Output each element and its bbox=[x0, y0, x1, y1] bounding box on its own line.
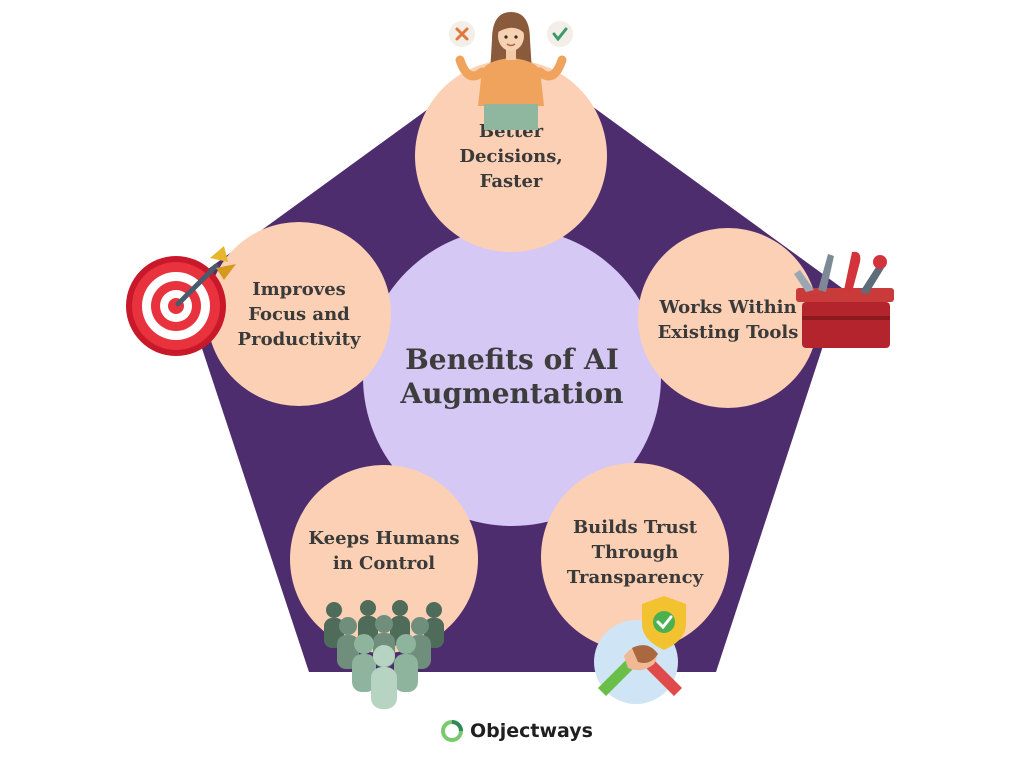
node-label: Builds Trust Through Transparency bbox=[566, 516, 704, 588]
person-choice-icon bbox=[449, 12, 573, 130]
node-existing-tools: Works Within Existing Tools bbox=[638, 228, 818, 408]
handshake-shield-icon bbox=[594, 596, 686, 704]
brand-name: Objectways bbox=[470, 720, 593, 742]
center-title: Benefits of AI Augmentation bbox=[400, 343, 624, 410]
node-label: Improves Focus and Productivity bbox=[237, 278, 361, 350]
brand-footer: Objectways bbox=[440, 716, 593, 746]
target-dart-icon bbox=[126, 246, 236, 356]
node-label: Keeps Humans in Control bbox=[308, 528, 460, 574]
node-label: Works Within Existing Tools bbox=[657, 297, 799, 343]
toolbox-icon bbox=[794, 251, 894, 348]
people-group-icon bbox=[324, 600, 444, 709]
objectways-logo-icon bbox=[441, 720, 463, 742]
node-focus-productivity: Improves Focus and Productivity bbox=[207, 222, 391, 406]
node-builds-trust: Builds Trust Through Transparency bbox=[541, 463, 729, 651]
